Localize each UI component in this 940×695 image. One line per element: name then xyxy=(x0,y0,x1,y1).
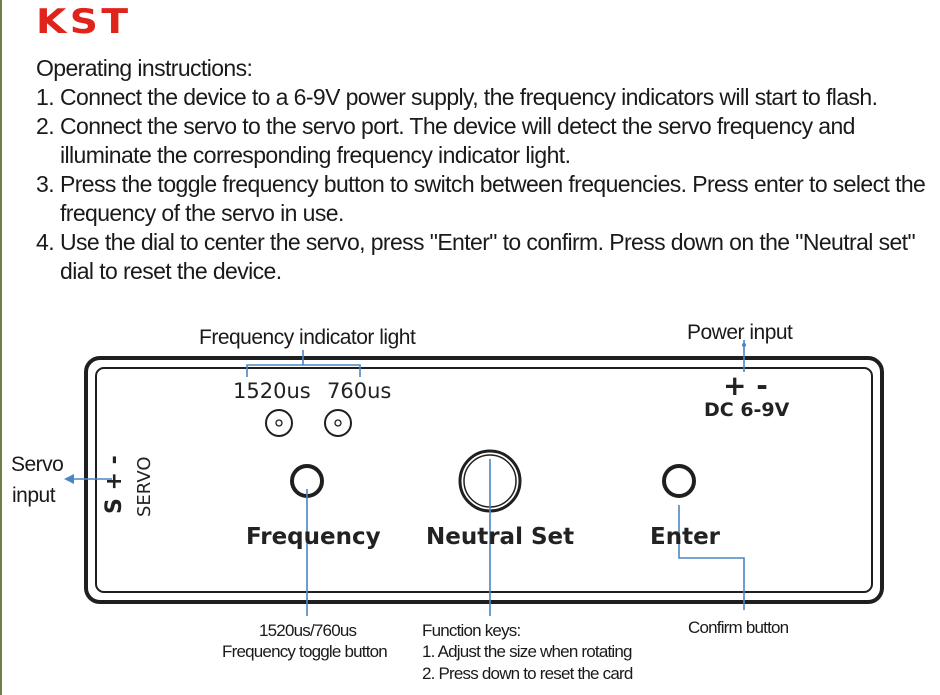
indicator-light-760-dot xyxy=(334,419,342,427)
confirm-leader xyxy=(678,505,745,610)
power-input-callout: Power input xyxy=(687,321,793,344)
step-text: Connect the device to a 6-9V power suppl… xyxy=(60,84,878,110)
confirm-button-callout: Confirm button xyxy=(688,618,789,637)
freq-toggle-callout-line2: Frequency toggle button xyxy=(222,642,388,661)
step-text: Press the toggle frequency button to swi… xyxy=(60,171,926,226)
indicator-light-1520-icon xyxy=(265,409,293,437)
step-text: Use the dial to center the servo, press … xyxy=(60,229,916,284)
frequency-indicator-callout: Frequency indicator light xyxy=(199,326,416,349)
frequency-button-label: Frequency xyxy=(246,524,381,550)
indicator-light-760-icon xyxy=(324,409,352,437)
function-keys-callout-line1: Function keys: xyxy=(422,621,521,640)
operating-instructions: Operating instructions: 1.Connect the de… xyxy=(36,54,936,286)
instruction-step: 3.Press the toggle frequency button to s… xyxy=(36,170,936,228)
function-keys-callout-line2: 1. Adjust the size when rotating xyxy=(422,642,633,661)
neutral-set-label: Neutral Set xyxy=(426,524,575,550)
arrow-head-icon xyxy=(64,474,74,484)
power-rating: DC 6-9V xyxy=(704,399,790,421)
instruction-step: 1.Connect the device to a 6-9V power sup… xyxy=(36,83,936,112)
function-keys-callout-line3: 2. Press down to reset the card xyxy=(422,664,633,683)
servo-pins: S + - xyxy=(102,455,127,514)
panel-inner-frame xyxy=(95,367,873,593)
indicator-label-760: 760us xyxy=(327,379,392,403)
step-number: 1. xyxy=(36,84,55,110)
servo-input-callout-line2: input xyxy=(12,484,56,507)
instructions-heading: Operating instructions: xyxy=(36,55,253,81)
enter-button[interactable] xyxy=(662,464,696,498)
instruction-step: 4.Use the dial to center the servo, pres… xyxy=(36,228,936,286)
page-edge-bar xyxy=(0,0,2,695)
servo-port-label: SERVO xyxy=(134,456,155,518)
step-number: 3. xyxy=(36,171,55,197)
indicator-label-1520: 1520us xyxy=(233,379,311,403)
indicator-light-1520-dot xyxy=(275,419,283,427)
leader-dot-icon xyxy=(742,343,746,347)
enter-button-label: Enter xyxy=(650,524,721,550)
kst-logo: KST xyxy=(36,2,132,42)
freq-toggle-callout-line1: 1520us/760us xyxy=(259,621,357,640)
step-number: 4. xyxy=(36,229,55,255)
step-text: Connect the servo to the servo port. The… xyxy=(60,113,855,168)
instruction-step: 2.Connect the servo to the servo port. T… xyxy=(36,112,936,170)
step-number: 2. xyxy=(36,113,55,139)
power-polarity: + - xyxy=(723,369,768,402)
servo-input-callout-line1: Servo xyxy=(11,453,64,476)
